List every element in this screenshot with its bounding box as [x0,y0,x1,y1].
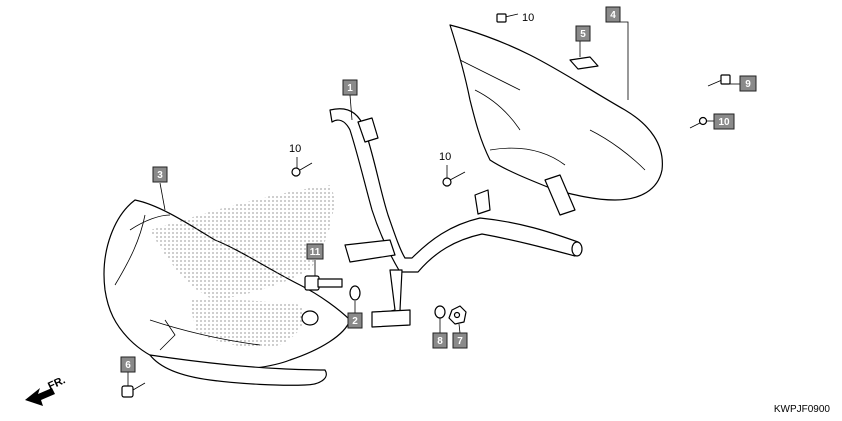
bolt-10-right [689,116,708,129]
svg-text:6: 6 [125,360,131,371]
svg-text:10: 10 [439,151,451,163]
callout-5: 5 [575,25,591,42]
rear-cover-part [449,24,663,216]
bolt-10-top [496,13,519,23]
callout-6: 6 [120,356,136,373]
callout-7: 7 [452,332,468,349]
svg-text:10: 10 [289,143,301,155]
callout-4: 4 [605,6,621,23]
callout-3: 3 [152,166,168,183]
bolt-11 [304,275,343,291]
bolt-10-mid [442,171,466,187]
svg-text:4: 4 [610,10,616,21]
svg-text:1: 1 [347,83,353,94]
svg-text:FR.: FR. [46,374,67,392]
front-cover-part [103,185,351,386]
svg-text:11: 11 [310,247,321,258]
svg-text:10: 10 [522,12,534,24]
callout-10-top: 10 [522,12,534,24]
svg-text:5: 5 [580,29,586,40]
bolt-9 [707,74,731,87]
washer-8 [434,305,446,319]
callout-10-left: 10 [289,143,301,155]
svg-text:8: 8 [437,336,443,347]
bolt-6 [121,382,146,398]
callout-2: 2 [347,312,363,329]
svg-text:9: 9 [745,79,751,90]
svg-text:7: 7 [457,336,463,347]
diagram-code: KWPJF0900 [774,404,831,415]
nut-7 [448,305,467,325]
svg-text:10: 10 [718,117,730,128]
front-direction-arrow: FR. [25,374,67,406]
collar-2 [349,285,361,301]
callout-11: 11 [306,243,324,260]
svg-text:2: 2 [352,316,358,327]
callout-1: 1 [342,79,358,96]
callout-8: 8 [432,332,448,349]
svg-text:3: 3 [157,170,163,181]
handlebar-part [329,108,583,328]
callout-9: 9 [739,75,757,92]
callout-10-right: 10 [713,113,735,130]
bolt-10-left [291,162,313,177]
callout-10-mid: 10 [439,151,451,163]
